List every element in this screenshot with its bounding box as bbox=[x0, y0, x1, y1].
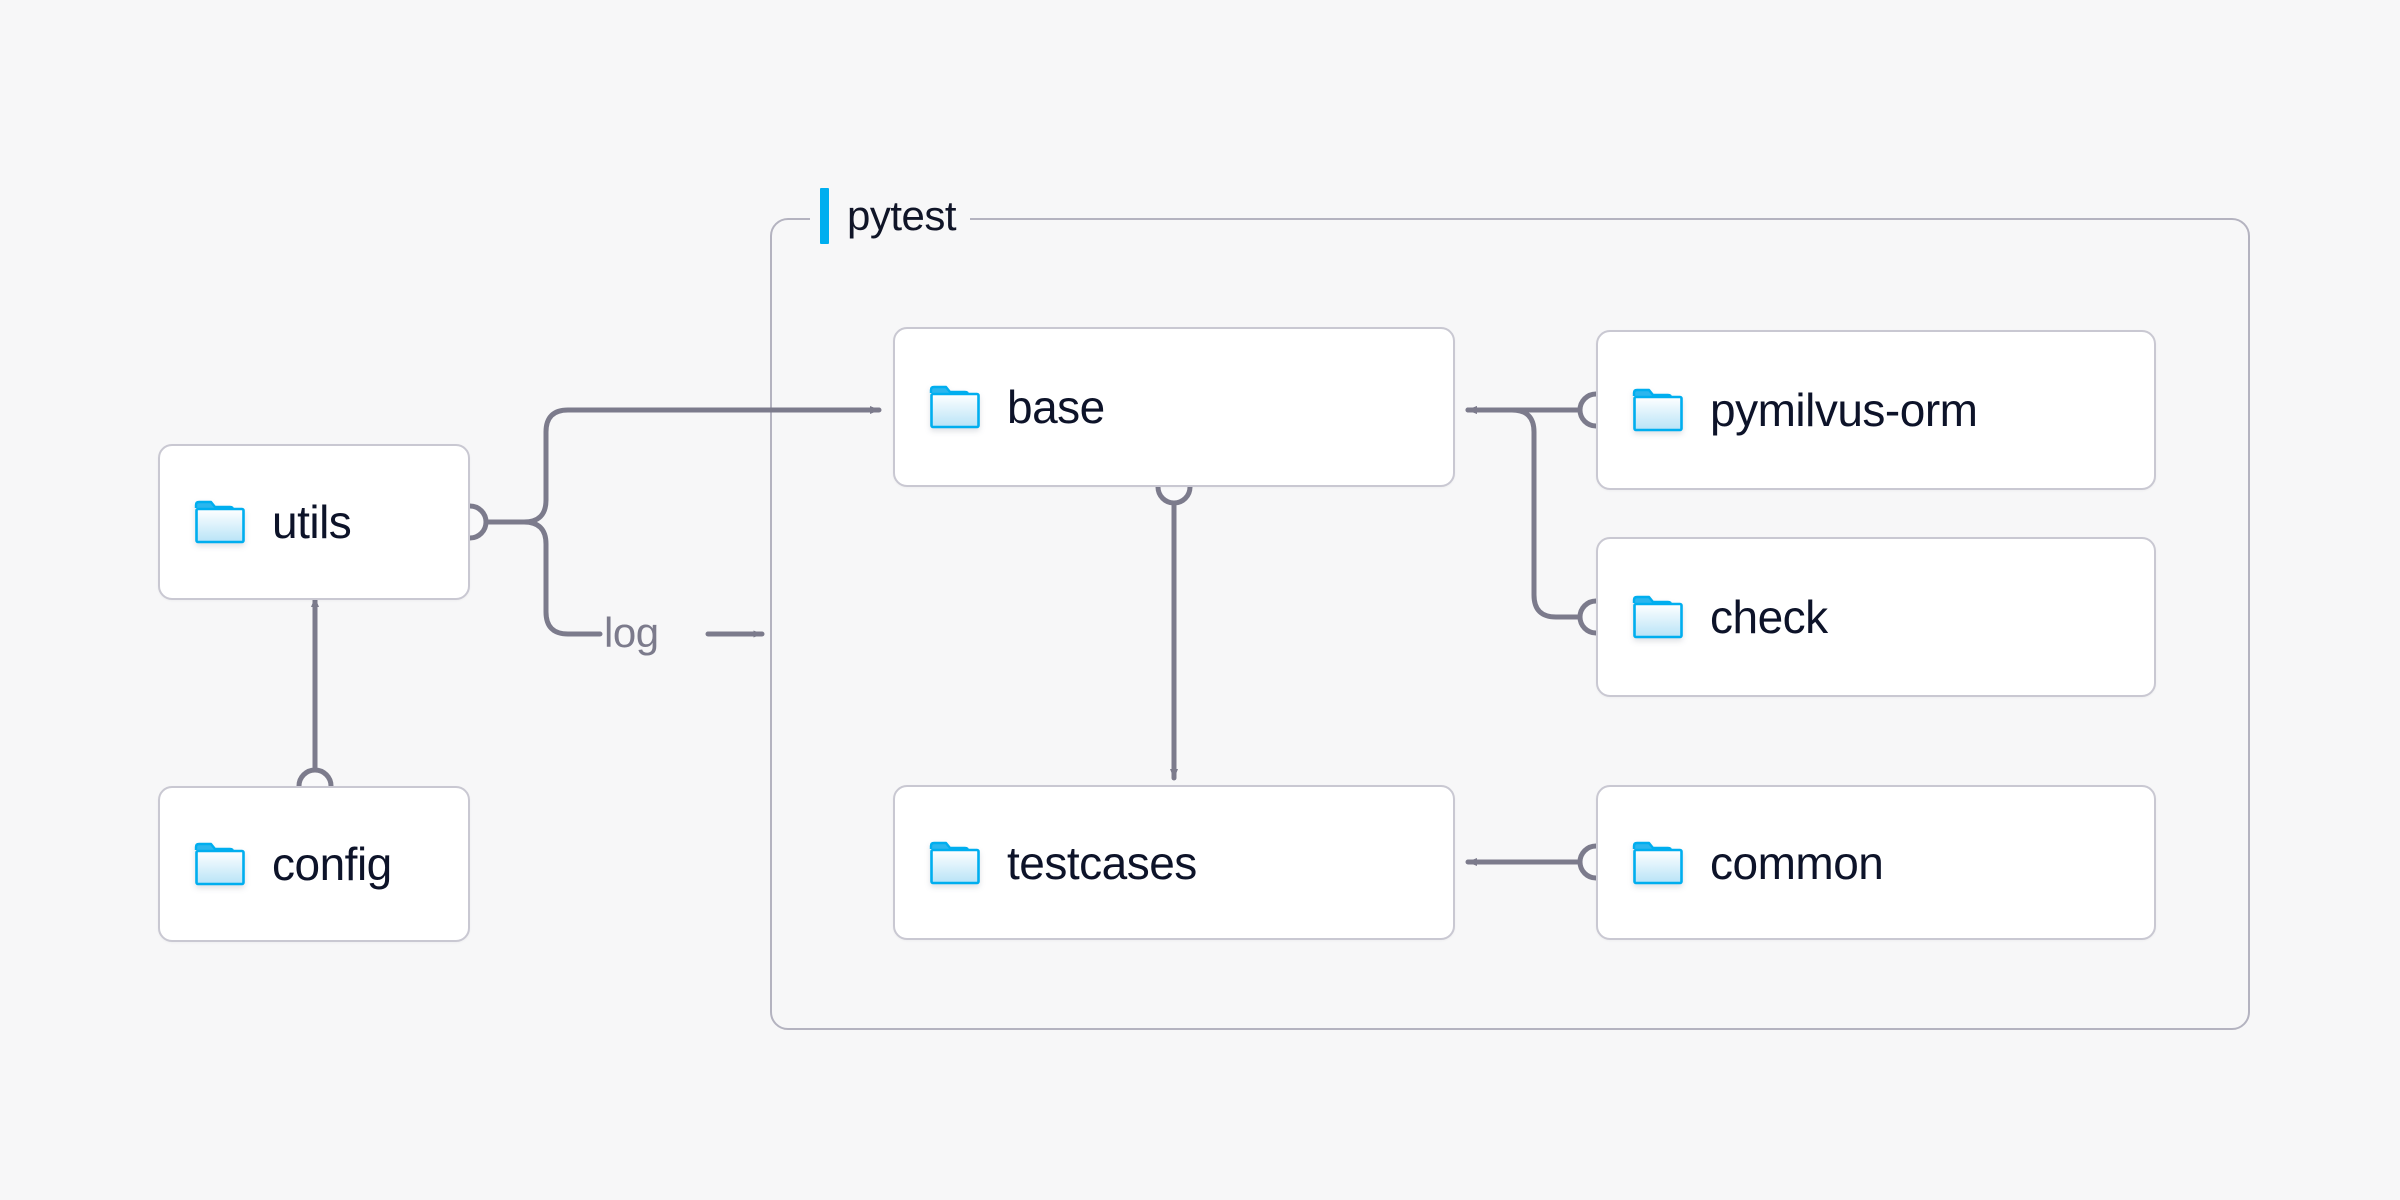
group-pytest-title: pytest bbox=[847, 192, 957, 239]
folder-icon bbox=[1632, 387, 1684, 433]
folder-icon bbox=[194, 499, 246, 545]
folder-icon bbox=[929, 384, 981, 430]
node-testcases[interactable]: testcases bbox=[893, 785, 1455, 940]
node-common-label: common bbox=[1710, 836, 1884, 889]
edge-utils-log bbox=[483, 519, 603, 637]
folder-icon bbox=[194, 841, 246, 887]
node-base[interactable]: base bbox=[893, 327, 1455, 487]
node-check[interactable]: check bbox=[1596, 537, 2156, 697]
node-config[interactable]: config bbox=[158, 786, 470, 942]
node-pymilvus-orm-label: pymilvus-orm bbox=[1710, 384, 1978, 436]
group-accent-bar bbox=[820, 188, 829, 244]
node-utils-label: utils bbox=[272, 496, 352, 548]
edge-label-log: log bbox=[604, 609, 659, 656]
node-base-label: base bbox=[1007, 381, 1105, 433]
folder-icon bbox=[929, 840, 981, 886]
group-pytest-label: pytest bbox=[810, 188, 971, 244]
folder-icon bbox=[1632, 840, 1684, 886]
node-config-label: config bbox=[272, 838, 392, 890]
node-check-label: check bbox=[1710, 591, 1828, 643]
node-pymilvus-orm[interactable]: pymilvus-orm bbox=[1596, 330, 2156, 490]
node-testcases-label: testcases bbox=[1007, 836, 1197, 889]
node-common[interactable]: common bbox=[1596, 785, 2156, 940]
node-utils[interactable]: utils bbox=[158, 444, 470, 600]
group-pytest bbox=[770, 218, 2250, 1030]
folder-icon bbox=[1632, 594, 1684, 640]
